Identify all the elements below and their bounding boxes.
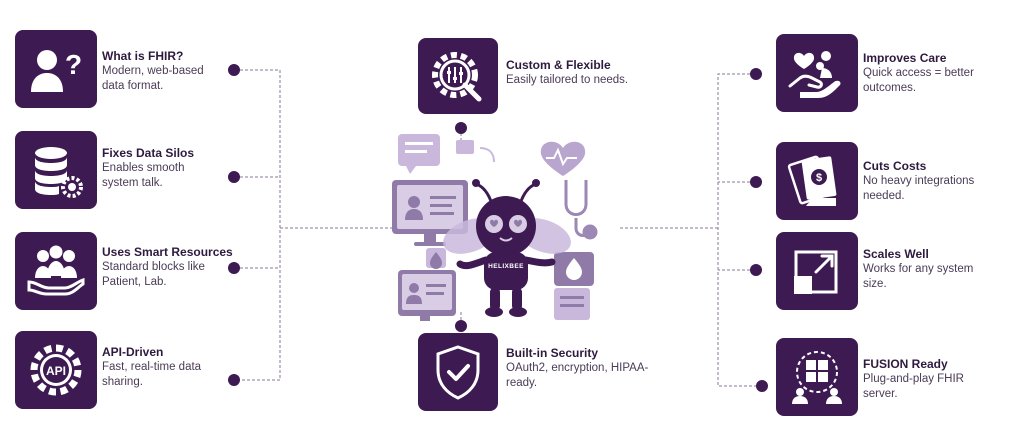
card-title: Improves Care — [863, 51, 947, 65]
scale-arrow-icon — [794, 250, 838, 294]
patient-monitor-icon — [398, 270, 456, 321]
card-title: Built-in Security — [506, 346, 599, 360]
heart-monitor-icon — [540, 141, 586, 176]
people-hand-icon — [27, 245, 85, 296]
tile — [15, 131, 97, 209]
flow-arrow — [479, 147, 495, 163]
tile — [418, 38, 498, 114]
card-description: Enables smooth system talk. — [102, 162, 185, 189]
server-fire-icon — [554, 252, 594, 320]
card-description: Plug-and-play FHIR server. — [863, 373, 964, 400]
card-title: Cuts Costs — [863, 159, 927, 173]
connector-dot — [228, 262, 240, 274]
stethoscope-icon — [564, 180, 598, 240]
svg-text:API: API — [46, 364, 66, 378]
fire-drop-icon — [426, 248, 446, 269]
tile — [776, 232, 858, 310]
svg-text:$: $ — [816, 172, 822, 184]
connector-dot — [756, 380, 768, 392]
person-question-icon: ? — [31, 49, 82, 92]
tile: $ — [776, 142, 858, 220]
card-description: OAuth2, encryption, HIPAA-ready. — [506, 362, 649, 389]
card-title: Scales Well — [863, 247, 929, 261]
helixbee-mascot-illustration: HELIXBEE — [392, 134, 598, 321]
api-gear-icon: API — [30, 344, 82, 396]
connector-dot — [228, 374, 240, 386]
mascot-label: HELIXBEE — [488, 263, 524, 270]
puzzle-people-icon — [792, 351, 842, 404]
connector-dot — [750, 68, 762, 80]
card-title: Custom & Flexible — [506, 58, 611, 72]
connector-dot — [228, 64, 240, 76]
card-title: API-Driven — [102, 345, 164, 359]
money-hand-icon: $ — [787, 155, 837, 206]
card-description: Works for any system size. — [863, 263, 974, 290]
tile — [418, 333, 498, 411]
patient-monitor-icon — [392, 180, 468, 246]
connector-dot — [455, 320, 467, 332]
hand-heart-icon — [788, 51, 841, 98]
card-title: What is FHIR? — [102, 49, 184, 63]
database-gear-icon — [35, 147, 83, 198]
connector-dot — [750, 176, 762, 188]
tile — [776, 34, 858, 112]
tile — [15, 232, 97, 310]
shield-check-icon — [436, 345, 480, 400]
data-box-icon — [456, 140, 474, 154]
tile: API — [15, 331, 97, 409]
card-description: Standard blocks like Patient, Lab. — [102, 261, 205, 288]
card-description: Fast, real-time data sharing. — [102, 361, 202, 388]
card-description: No heavy integrations needed. — [863, 175, 975, 202]
connector-dot — [455, 122, 467, 134]
tile: ? — [15, 30, 97, 108]
connector-dot — [228, 171, 240, 183]
card-title: Fixes Data Silos — [102, 146, 195, 160]
gear-wrench-icon — [432, 52, 482, 102]
connector-dot — [750, 264, 762, 276]
card-description: Quick access = better outcomes. — [863, 67, 974, 94]
tile — [776, 338, 858, 416]
svg-text:?: ? — [65, 49, 82, 80]
card-title: Uses Smart Resources — [102, 245, 233, 259]
card-description: Modern, web-based data format. — [102, 65, 204, 92]
chat-bubble-icon — [398, 134, 440, 174]
card-title: FUSION Ready — [863, 357, 948, 371]
card-description: Easily tailored to needs. — [506, 74, 629, 86]
